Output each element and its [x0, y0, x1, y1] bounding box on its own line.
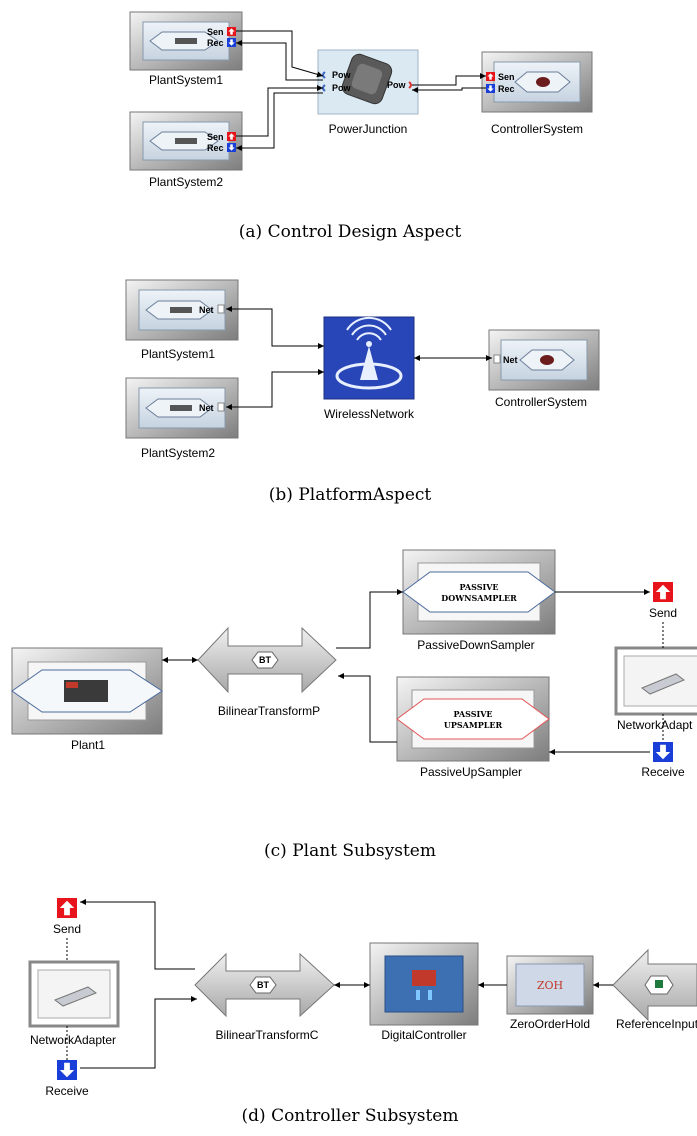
panel-a: Sen Rec PlantSystem1 Sen Rec PlantSystem…: [129, 11, 593, 242]
plant-system-1-label: PlantSystem1: [141, 347, 215, 361]
wire: [412, 87, 486, 93]
receive-icon[interactable]: [653, 742, 673, 762]
send-label: Send: [53, 922, 81, 936]
zero-order-hold-block[interactable]: [506, 955, 594, 1015]
controller-system-block[interactable]: [481, 51, 593, 113]
bilinear-transform-p-label: BilinearTransformP: [218, 704, 320, 718]
plant2-rec-port: Rec: [207, 143, 224, 153]
downsampler-text-1: PASSIVE: [459, 582, 498, 592]
junction-pow-in-1: Pow: [332, 70, 352, 80]
wire: [80, 899, 195, 970]
network-adapter-label: NetworkAdapter: [30, 1033, 116, 1047]
wireless-network-label: WirelessNetwork: [324, 407, 415, 421]
plant-system-1-block[interactable]: [129, 11, 243, 71]
plant-system-2-label: PlantSystem2: [149, 175, 223, 189]
wire: [236, 40, 323, 81]
zero-order-hold-label: ZeroOrderHold: [510, 1017, 590, 1031]
passive-upsampler-block[interactable]: [396, 676, 550, 762]
passive-downsampler-block[interactable]: [402, 549, 556, 635]
wire: [236, 30, 324, 78]
wire: [236, 85, 323, 137]
network-adapter-label: NetworkAdapt: [617, 718, 693, 732]
wireless-network-block[interactable]: [323, 316, 415, 400]
controller-system-label: ControllerSystem: [495, 395, 587, 409]
network-adapter-block[interactable]: [28, 960, 120, 1028]
reference-input-block[interactable]: [612, 948, 697, 1022]
wire: [80, 996, 197, 1069]
power-junction-block[interactable]: [317, 49, 419, 115]
bt-label: BT: [259, 655, 271, 665]
passive-downsampler-label: PassiveDownSampler: [417, 638, 534, 652]
controller-system-block[interactable]: [488, 329, 600, 391]
plant-system-1-label: PlantSystem1: [149, 73, 223, 87]
power-junction-label: PowerJunction: [329, 122, 408, 136]
downsampler-text-2: DOWNSAMPLER: [441, 593, 517, 603]
wire: [236, 92, 323, 151]
upsampler-text-2: UPSAMPLER: [444, 720, 503, 730]
plant-system-2-block[interactable]: [129, 111, 243, 171]
plant-block[interactable]: [11, 647, 163, 735]
digital-controller-block[interactable]: [369, 942, 479, 1026]
reference-input-label: ReferenceInput: [616, 1017, 697, 1031]
plant-system-2-label: PlantSystem2: [141, 446, 215, 460]
controller-rec-port: Rec: [498, 84, 515, 94]
digital-controller-label: DigitalController: [381, 1028, 466, 1042]
controller-net-port: Net: [503, 355, 518, 365]
bilinear-transform-p-block[interactable]: [197, 626, 337, 694]
plant1-net-port: Net: [199, 305, 214, 315]
plant1-sen-port: Sen: [207, 27, 224, 37]
zoh-text: ZOH: [537, 979, 563, 992]
wire: [336, 589, 403, 649]
plant2-sen-port: Sen: [207, 132, 224, 142]
caption-a: (a) Control Design Aspect: [239, 222, 462, 242]
plant-label: Plant1: [71, 738, 105, 752]
send-icon[interactable]: [57, 898, 77, 918]
send-label: Send: [649, 606, 677, 620]
network-adapter-block[interactable]: [614, 646, 697, 716]
upsampler-text-1: PASSIVE: [453, 709, 492, 719]
wire: [412, 73, 486, 86]
wire: [226, 306, 324, 349]
bt-label: BT: [257, 980, 269, 990]
panel-d: Send NetworkAdapter Receive BT BilinearT…: [28, 898, 697, 1126]
junction-pow-in-2: Pow: [332, 83, 352, 93]
junction-pow-out: Pow: [387, 80, 407, 90]
caption-b: (b) PlatformAspect: [269, 485, 432, 505]
plant2-net-port: Net: [199, 403, 214, 413]
wire: [338, 673, 397, 743]
caption-d: (d) Controller Subsystem: [242, 1106, 459, 1126]
passive-upsampler-label: PassiveUpSampler: [420, 765, 522, 779]
caption-c: (c) Plant Subsystem: [264, 841, 436, 861]
controller-system-label: ControllerSystem: [491, 122, 583, 136]
plant1-rec-port: Rec: [207, 38, 224, 48]
panel-b: Net PlantSystem1 Net PlantSystem2 Wirele…: [125, 279, 600, 505]
wire: [226, 369, 324, 410]
bilinear-transform-c-label: BilinearTransformC: [216, 1028, 319, 1042]
receive-label: Receive: [45, 1084, 89, 1098]
controller-sen-port: Sen: [498, 72, 515, 82]
receive-icon[interactable]: [57, 1060, 77, 1080]
send-icon[interactable]: [653, 582, 673, 602]
receive-label: Receive: [641, 765, 685, 779]
panel-c: Plant1 BT BilinearTransformP PASSIVE DOW…: [11, 549, 697, 861]
